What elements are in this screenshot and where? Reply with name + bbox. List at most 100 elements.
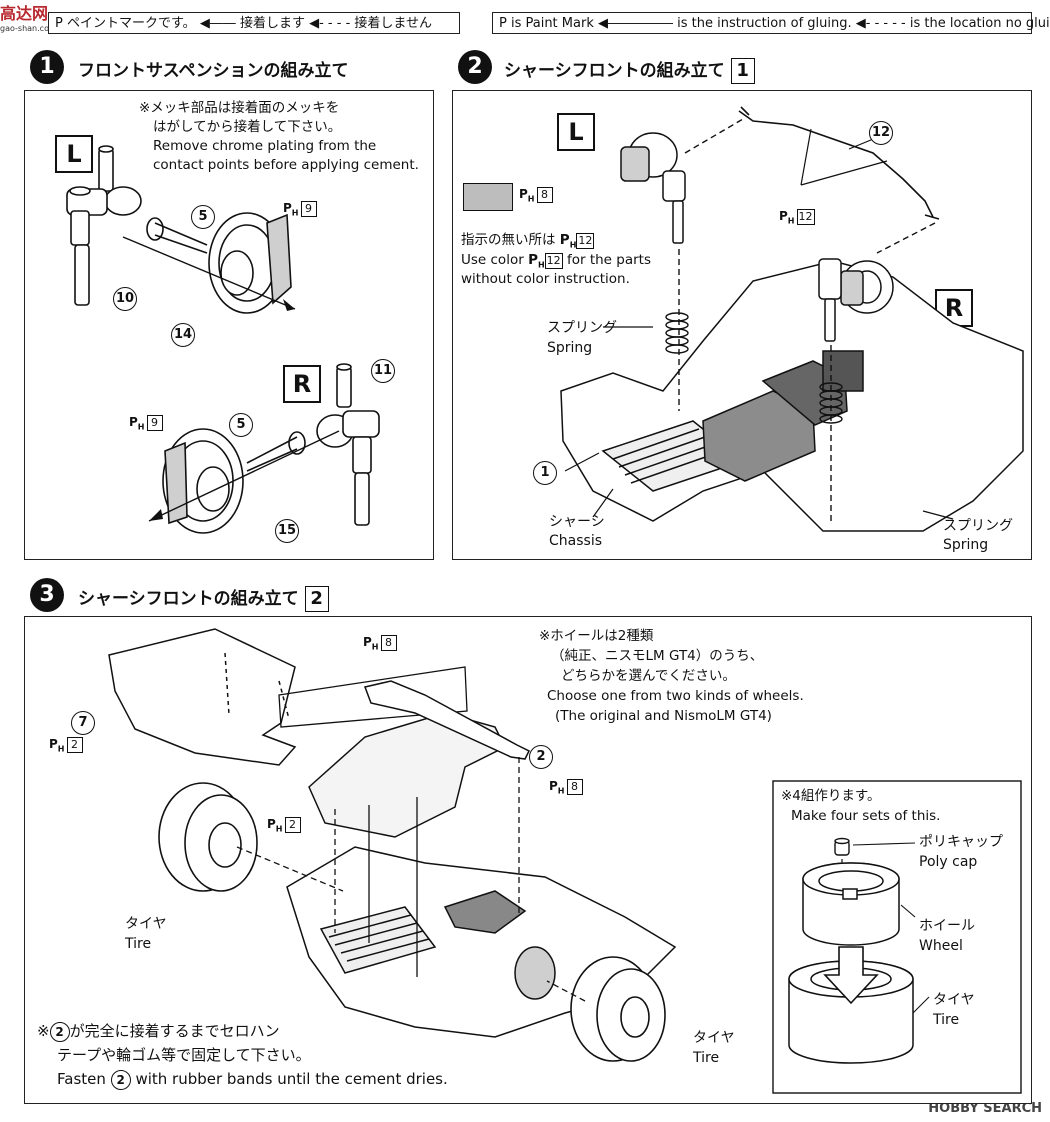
part-number-2: 2 <box>529 745 553 769</box>
legend-jp-paint: P ペイントマークです。 <box>55 16 196 31</box>
subbox-note-jp: ※4組作ります。 <box>781 788 881 804</box>
down-arrow-icon <box>823 946 879 1005</box>
site-url: gao-shan.com <box>0 24 57 33</box>
tire-left-icon <box>158 782 258 892</box>
legend-en-glue: is the instruction of gluing. <box>677 16 852 31</box>
wheel-label-jp: ホイール <box>919 918 975 934</box>
leader-line <box>564 452 600 472</box>
step3-number: 3 <box>30 578 64 612</box>
fasten-note-jp-2: テープや輪ゴム等で固定して下さい。 <box>57 1046 311 1064</box>
part-number-15: 15 <box>275 519 299 543</box>
step1-note-en-1: Remove chrome plating from the <box>153 138 377 154</box>
spring-label-jp-left: スプリング <box>547 320 617 336</box>
step3-title-box: 2 <box>304 586 329 612</box>
undertray-icon <box>108 628 297 766</box>
step1-note-jp-1: ※メッキ部品は接着面のメッキを <box>139 100 340 116</box>
leader-line <box>592 488 614 518</box>
spring-label-jp-right: スプリング <box>943 518 1013 534</box>
part-number-5-left: 5 <box>191 205 215 229</box>
step1-title: フロントサスペンションの組み立て <box>78 61 349 81</box>
brake-disc-left-icon <box>208 212 292 314</box>
step2-note-jp-text: 指示の無い所は <box>461 232 556 248</box>
part-number-7: 7 <box>71 711 95 735</box>
knuckle-left-icon <box>620 132 686 244</box>
wheel-note-jp-3: どちらかを選んでください。 <box>561 668 736 684</box>
part-number-5-right: 5 <box>229 413 253 437</box>
left-side-badge: L <box>557 113 595 151</box>
wheel-icon <box>802 862 900 946</box>
step1-number: 1 <box>30 50 64 84</box>
fasten-note-en: Fasten 2 with rubber bands until the cem… <box>57 1069 448 1090</box>
part-number-1: 1 <box>533 461 557 485</box>
legend-en-noglue: is the location no gluing. <box>909 16 1050 31</box>
wheel-note-en-1: Choose one from two kinds of wheels. <box>547 688 804 704</box>
arrow-solid-icon: ◀――――― <box>598 16 678 31</box>
legend-jp-noglue: 接着しません <box>354 16 433 31</box>
arrow-head-icon <box>283 299 295 311</box>
part-number-11: 11 <box>371 359 395 383</box>
step1-note-jp-2: はがしてから接着して下さい。 <box>153 119 342 135</box>
tire-label-en-left: Tire <box>125 936 152 952</box>
step2-title-box: 1 <box>730 58 755 84</box>
arrow-head-icon <box>149 509 163 521</box>
step2-number: 2 <box>458 50 492 84</box>
tire-label-jp-sub: タイヤ <box>933 992 975 1008</box>
tire-label-jp-right: タイヤ <box>693 1030 735 1046</box>
chassis-label-jp: シャーシ <box>549 514 605 530</box>
fasten-part-number-en: 2 <box>110 1070 131 1090</box>
engine-block-icon <box>702 350 864 482</box>
knuckle-right-icon <box>316 363 380 526</box>
step2-note-en-2: without color instruction. <box>461 271 630 287</box>
front-frame-icon <box>308 680 531 838</box>
chassis-label-en: Chassis <box>549 533 602 549</box>
axis-line-left <box>122 236 296 310</box>
step2-title-text: シャーシフロントの組み立て <box>504 61 725 81</box>
pin-right-icon <box>246 431 306 472</box>
tire-label-jp-left: タイヤ <box>125 916 167 932</box>
brake-disc-right-icon <box>162 428 244 534</box>
legend-en-paint: P is Paint Mark <box>499 16 594 31</box>
axis-line-right <box>148 430 340 522</box>
part-number-10: 10 <box>113 287 137 311</box>
step3-title-text: シャーシフロントの組み立て <box>78 589 299 609</box>
step3-panel: ※ホイールは2種類 （純正、ニスモLM GT4）のうち、 どちらかを選んでくださ… <box>24 616 1032 1104</box>
fasten-note-en-b: with rubber bands until the cement dries… <box>135 1070 448 1088</box>
hobby-search-watermark: HOBBY SEARCH <box>928 1101 1042 1116</box>
step2-note-en-1b: for the parts <box>566 252 651 268</box>
spring-label-en-left: Spring <box>547 340 593 356</box>
tire-right-icon <box>570 956 666 1062</box>
leader-line <box>800 160 888 186</box>
arrow-solid-icon: ◀―― <box>199 16 240 31</box>
step2-note-en-1a: Use color <box>461 252 524 268</box>
right-side-badge: R <box>283 365 321 403</box>
subbox-note-en: Make four sets of this. <box>791 808 941 824</box>
step3-illustration <box>108 628 1022 1094</box>
dashed-guide <box>684 118 744 154</box>
step2-illustration <box>560 106 1024 532</box>
spring-left-icon <box>665 312 689 354</box>
color-swatch-8 <box>463 183 513 211</box>
step2-note-jp-mark: 12 <box>576 233 595 249</box>
site-logo: 高达网 gao-shan.com <box>0 0 57 33</box>
arrow-dashed-icon: ◀- - - - <box>309 16 355 31</box>
part-number-12: 12 <box>869 121 893 145</box>
step1-note-en-2: contact points before applying cement. <box>153 157 419 173</box>
polycap-icon <box>834 837 850 856</box>
pin-left-icon <box>146 217 208 254</box>
knuckle-left-icon <box>66 145 142 306</box>
wheel-note-jp-2: （純正、ニスモLM GT4）のうち、 <box>551 648 764 664</box>
leader-line <box>922 510 954 520</box>
spring-right-icon <box>819 382 843 424</box>
